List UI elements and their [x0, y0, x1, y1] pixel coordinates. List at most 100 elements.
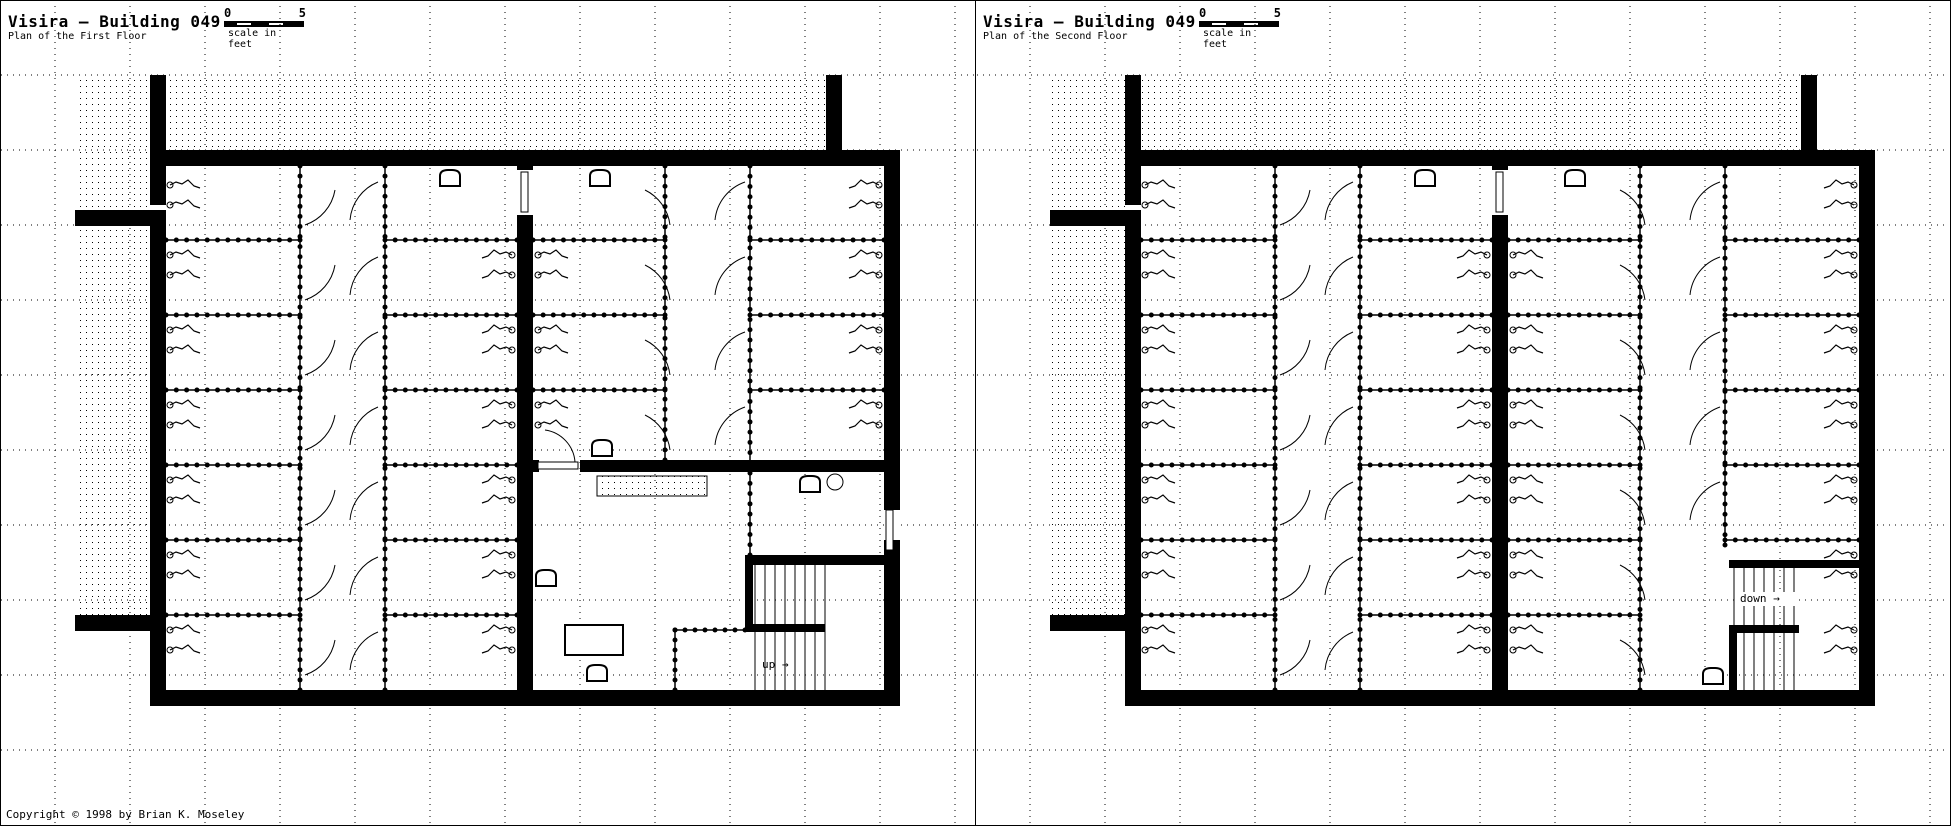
- shackle-chain-icon: [1456, 644, 1488, 654]
- stair-wall: [1729, 560, 1860, 568]
- shackle-chain-icon: [1823, 324, 1855, 334]
- door-swing-icon: [1279, 189, 1311, 226]
- scale-start: 0: [1199, 6, 1207, 20]
- shackle-chain-icon: [1144, 624, 1176, 634]
- door-swing-icon: [714, 256, 746, 296]
- shackle-chain-icon: [169, 474, 201, 484]
- shackle-chain-icon: [1823, 549, 1855, 559]
- door-swing-icon: [644, 339, 671, 376]
- bench-icon: [596, 475, 708, 497]
- shackle-chain-icon: [169, 249, 201, 259]
- first-floor-plan: up →S: [75, 75, 900, 706]
- shackle-chain-icon: [1144, 269, 1176, 279]
- wall-stub: [533, 460, 539, 472]
- scale-bar-second-floor: 0 5 scale in feet: [1199, 6, 1281, 50]
- door-swing-icon: [349, 256, 379, 296]
- shackle-chain-icon: [1456, 624, 1488, 634]
- shackle-chain-icon: [1823, 269, 1855, 279]
- scale-bar-graphic: [224, 21, 304, 27]
- shackle-chain-icon: [1456, 399, 1488, 409]
- shackle-chain-icon: [481, 249, 513, 259]
- shackle-chain-icon: [1144, 549, 1176, 559]
- door-swing-icon: [1324, 406, 1354, 446]
- door-icon: [537, 461, 579, 470]
- wall: [150, 225, 166, 706]
- exterior-hatch: [1050, 225, 1125, 615]
- chair-icon: [1414, 169, 1436, 187]
- chair-icon: [591, 439, 613, 457]
- table-icon: [564, 624, 624, 656]
- shackle-chain-icon: [537, 249, 569, 259]
- door-swing-icon: [644, 264, 671, 301]
- exterior-hatch: [75, 225, 150, 615]
- door-swing-icon: [1619, 414, 1646, 451]
- door-swing-icon: [1324, 256, 1354, 296]
- door-swing-icon: [349, 406, 379, 446]
- shackle-chain-icon: [169, 324, 201, 334]
- shackle-chain-icon: [1456, 474, 1488, 484]
- shackle-chain-icon: [1456, 249, 1488, 259]
- shackle-chain-icon: [1456, 569, 1488, 579]
- door-swing-icon: [1279, 489, 1311, 526]
- shackle-chain-icon: [481, 644, 513, 654]
- scale-label: scale in feet: [1203, 28, 1252, 50]
- door-swing-icon: [1619, 189, 1646, 226]
- chair-icon: [589, 169, 611, 187]
- wall: [826, 75, 842, 165]
- shackle-chain-icon: [1144, 494, 1176, 504]
- shackle-chain-icon: [1512, 624, 1544, 634]
- wall: [884, 150, 900, 706]
- door-swing-icon: [349, 481, 379, 521]
- shackle-chain-icon: [169, 269, 201, 279]
- door-swing-icon: [644, 189, 671, 226]
- shackle-chain-icon: [1144, 399, 1176, 409]
- shackle-chain-icon: [169, 644, 201, 654]
- shackle-chain-icon: [481, 399, 513, 409]
- shackle-chain-icon: [848, 269, 880, 279]
- door-swing-icon: [1689, 331, 1721, 371]
- door-swing-icon: [1324, 181, 1354, 221]
- shackle-chain-icon: [169, 494, 201, 504]
- door-swing-icon: [304, 414, 336, 451]
- wall: [150, 150, 900, 166]
- central-wall: [1492, 215, 1508, 690]
- shackle-chain-icon: [169, 399, 201, 409]
- shackle-chain-icon: [848, 344, 880, 354]
- shackle-chain-icon: [1823, 569, 1855, 579]
- shackle-chain-icon: [1144, 569, 1176, 579]
- exterior-hatch: [1050, 75, 1125, 210]
- door-swing-icon: [1619, 264, 1646, 301]
- shackle-chain-icon: [169, 549, 201, 559]
- shackle-chain-icon: [1144, 249, 1176, 259]
- door-swing-icon: [1324, 481, 1354, 521]
- door-icon: [520, 171, 529, 213]
- shackle-chain-icon: [1512, 324, 1544, 334]
- door-swing-icon: [304, 564, 336, 601]
- shackle-chain-icon: [848, 249, 880, 259]
- shackle-chain-icon: [1823, 494, 1855, 504]
- door-swing-icon: [714, 181, 746, 221]
- door-swing-icon: [349, 331, 379, 371]
- plan-title-first-floor: Visira – Building 049: [8, 12, 221, 31]
- shackle-chain-icon: [1823, 249, 1855, 259]
- door-icon: [1495, 171, 1504, 213]
- wall: [1125, 690, 1875, 706]
- shackle-chain-icon: [1456, 344, 1488, 354]
- door-swing-icon: [1279, 339, 1311, 376]
- door-swing-icon: [304, 489, 336, 526]
- scale-label: scale in feet: [228, 28, 277, 50]
- wall: [75, 615, 166, 631]
- door-swing-icon: [1324, 331, 1354, 371]
- secret-door-icon: S: [155, 185, 166, 204]
- door-swing-icon: [1324, 631, 1354, 671]
- door-swing-icon: [1279, 564, 1311, 601]
- shackle-chain-icon: [1456, 549, 1488, 559]
- shackle-chain-icon: [1144, 344, 1176, 354]
- shackle-chain-icon: [1512, 644, 1544, 654]
- stair-wall: [745, 555, 753, 630]
- shackle-chain-icon: [1823, 179, 1855, 189]
- wall: [1050, 615, 1141, 631]
- door-swing-icon: [304, 189, 336, 226]
- plan-title-second-floor: Visira – Building 049: [983, 12, 1196, 31]
